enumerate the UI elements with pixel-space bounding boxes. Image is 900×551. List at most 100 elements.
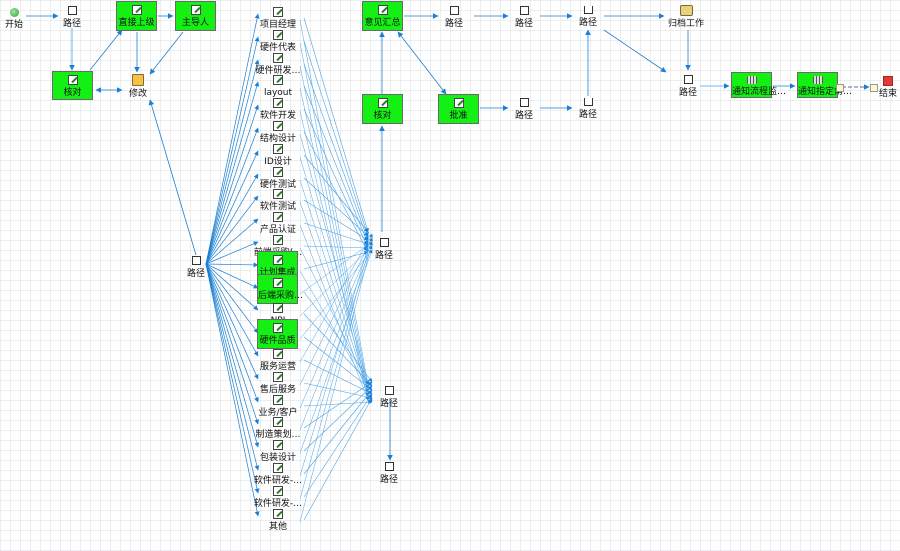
- join-edge[interactable]: [299, 156, 369, 389]
- join-edge[interactable]: [303, 385, 373, 452]
- join-edge[interactable]: [299, 241, 373, 523]
- task-check[interactable]: 核对: [362, 94, 403, 124]
- join-edge[interactable]: [303, 381, 373, 429]
- route-b[interactable]: 路径: [512, 6, 536, 30]
- department-task[interactable]: 项目经理: [250, 4, 306, 31]
- route-d[interactable]: 路径: [512, 98, 536, 122]
- department-task[interactable]: 软件测试: [250, 186, 306, 213]
- start-node[interactable]: 开始: [3, 8, 25, 31]
- join-edge[interactable]: [303, 245, 369, 250]
- join-edge[interactable]: [299, 42, 370, 389]
- flow-edge[interactable]: [89, 29, 123, 71]
- join-edge[interactable]: [299, 245, 373, 431]
- department-task[interactable]: 硬件品质: [257, 319, 298, 349]
- join-edge[interactable]: [303, 199, 369, 241]
- branch-edge[interactable]: [205, 195, 259, 265]
- join-edge[interactable]: [303, 63, 369, 241]
- join-edge[interactable]: [303, 131, 369, 253]
- department-task[interactable]: 业务/客户: [250, 392, 306, 419]
- join-edge[interactable]: [303, 40, 369, 237]
- task-approve[interactable]: 批准: [438, 94, 479, 124]
- flow-edge[interactable]: [149, 31, 184, 75]
- branch-edge[interactable]: [205, 263, 260, 471]
- branch-edge[interactable]: [205, 218, 259, 265]
- route-node-1[interactable]: 路径: [60, 6, 84, 30]
- task-direct-superior[interactable]: 直接上级: [116, 1, 157, 31]
- join-edge[interactable]: [299, 201, 369, 397]
- branch-edge[interactable]: [205, 173, 259, 265]
- task-summary[interactable]: 意见汇总: [362, 1, 403, 31]
- branch-edge[interactable]: [205, 262, 259, 268]
- archive-node[interactable]: 归档工作: [668, 5, 704, 30]
- join-edge[interactable]: [303, 222, 369, 245]
- connection-port[interactable]: [870, 84, 878, 92]
- connection-port[interactable]: [836, 84, 844, 92]
- join-edge[interactable]: [303, 177, 369, 237]
- branch-edge[interactable]: [205, 263, 260, 448]
- branch-edge[interactable]: [205, 59, 260, 265]
- join-edge[interactable]: [303, 359, 373, 395]
- join-edge[interactable]: [299, 87, 370, 397]
- department-task[interactable]: 软件开发: [250, 95, 306, 122]
- join-edge[interactable]: [303, 313, 373, 387]
- join-edge[interactable]: [303, 17, 369, 233]
- flow-edge[interactable]: [397, 31, 447, 95]
- branch-edge[interactable]: [205, 263, 260, 517]
- join-edge[interactable]: [299, 110, 369, 401]
- join-edge[interactable]: [303, 397, 373, 521]
- branch-edge[interactable]: [205, 150, 259, 265]
- join-edge[interactable]: [299, 133, 369, 385]
- join-edge[interactable]: [299, 249, 373, 454]
- join-edge[interactable]: [303, 108, 369, 249]
- department-task[interactable]: 软件研发-…: [250, 483, 306, 510]
- department-task[interactable]: 其他: [250, 506, 306, 533]
- department-task[interactable]: 制造策划…: [250, 414, 306, 441]
- route-c[interactable]: 路径: [576, 6, 600, 29]
- department-task[interactable]: layout: [250, 72, 306, 99]
- join-edge[interactable]: [299, 179, 369, 393]
- join-edge[interactable]: [299, 19, 370, 385]
- department-task[interactable]: 产品认证: [250, 209, 306, 236]
- department-task[interactable]: 硬件代表: [250, 27, 306, 54]
- branch-edge[interactable]: [205, 241, 259, 265]
- merge-node[interactable]: 修改: [126, 74, 150, 100]
- join-edge[interactable]: [299, 65, 370, 393]
- join-edge[interactable]: [299, 249, 373, 340]
- join-edge[interactable]: [299, 233, 373, 363]
- department-task[interactable]: 后端采购…: [257, 274, 303, 304]
- join-edge[interactable]: [299, 245, 373, 317]
- department-task[interactable]: 结构设计: [250, 118, 306, 145]
- join-edge[interactable]: [303, 336, 373, 391]
- route-f[interactable]: 路径: [676, 75, 700, 99]
- branch-edge[interactable]: [205, 263, 259, 425]
- branch-edge[interactable]: [205, 36, 260, 265]
- department-task[interactable]: 服务运营: [250, 346, 306, 373]
- department-task[interactable]: 硬件测试: [250, 164, 306, 191]
- branch-edge[interactable]: [205, 263, 259, 357]
- end-node[interactable]: 结束: [877, 76, 899, 100]
- join-edge[interactable]: [303, 291, 373, 383]
- branch-edge[interactable]: [205, 127, 259, 265]
- department-task[interactable]: 包装设计: [250, 437, 306, 464]
- branch-router[interactable]: 路径: [184, 256, 208, 280]
- branch-edge[interactable]: [205, 263, 259, 289]
- join-lower[interactable]: 路径: [377, 386, 401, 410]
- join-edge[interactable]: [299, 233, 373, 477]
- route-a[interactable]: 路径: [442, 6, 466, 30]
- task-verify[interactable]: 核对: [52, 71, 93, 100]
- department-task[interactable]: 硬件研发…: [250, 50, 306, 77]
- join-edge[interactable]: [299, 241, 373, 295]
- join-edge[interactable]: [299, 241, 373, 409]
- branch-edge[interactable]: [205, 263, 259, 334]
- join-edge[interactable]: [303, 389, 373, 475]
- task-notify-pm[interactable]: 通知流程监…: [731, 72, 786, 98]
- department-task[interactable]: 软件研发-…: [250, 460, 306, 487]
- branch-edge[interactable]: [205, 263, 259, 380]
- join-edge[interactable]: [303, 400, 373, 407]
- join-edge[interactable]: [303, 250, 369, 270]
- join-edge[interactable]: [303, 154, 369, 233]
- join-edge[interactable]: [303, 85, 369, 245]
- join-edge[interactable]: [299, 237, 373, 500]
- branch-edge[interactable]: [205, 263, 259, 403]
- branch-edge[interactable]: [148, 99, 197, 256]
